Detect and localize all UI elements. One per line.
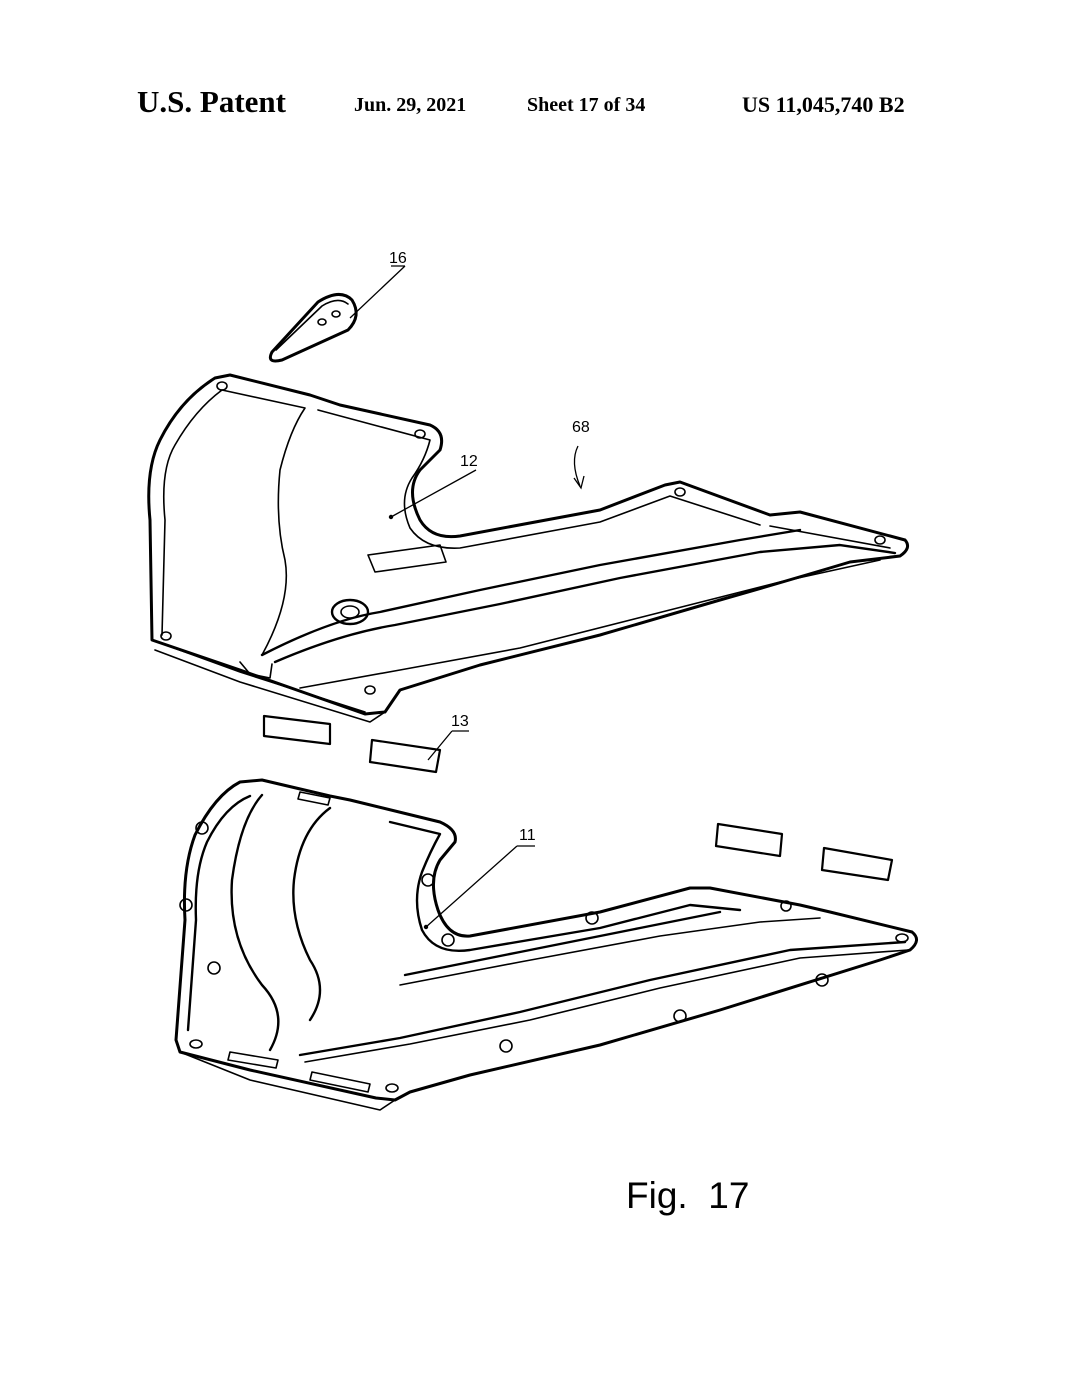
ref-12: 12 xyxy=(460,453,478,470)
ref-16: 16 xyxy=(389,250,407,267)
ref-68: 68 xyxy=(572,419,590,436)
sheet-number: Sheet 17 of 34 xyxy=(527,94,646,116)
part-12-upper-cover xyxy=(147,373,910,723)
part-11-lower-base xyxy=(174,778,918,1111)
ref-13: 13 xyxy=(451,713,469,730)
ref-11: 11 xyxy=(519,827,536,844)
patent-date: Jun. 29, 2021 xyxy=(354,94,467,116)
reference-leaders xyxy=(349,265,585,930)
figure-label: Fig. 17 xyxy=(626,1175,749,1216)
patent-title: U.S. Patent xyxy=(137,84,286,119)
part-16-clip xyxy=(268,293,358,363)
patent-number: US 11,045,740 B2 xyxy=(742,92,905,117)
